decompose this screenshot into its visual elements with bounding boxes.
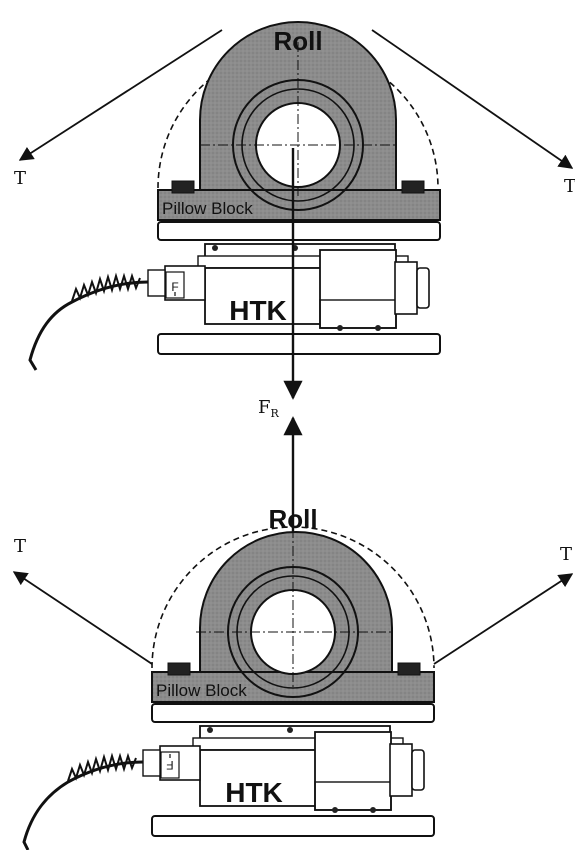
bottom-tension-right-label: T — [560, 544, 572, 565]
top-tension-left-arrow — [18, 29, 223, 161]
bottom-roll-label: Roll — [268, 504, 317, 534]
top-assembly: Roll Pillow Block HTK F T T — [14, 21, 575, 371]
resultant-force-label: FR — [258, 397, 280, 420]
bottom-force-indicator-label: F — [166, 758, 173, 772]
bottom-cable-spring — [67, 752, 137, 782]
bottom-bolt-left — [167, 662, 191, 676]
bottom-bolt-right — [397, 662, 421, 676]
top-pillow-block-base — [157, 189, 441, 221]
resultant-force-subscript: R — [271, 407, 280, 420]
top-cable-spring — [71, 272, 141, 302]
bottom-htk-load-cell — [142, 725, 425, 813]
bottom-tension-right-arrow — [433, 573, 574, 665]
top-bolt-right — [401, 180, 425, 194]
top-roll-outline — [157, 47, 439, 189]
top-sensor-label: HTK — [229, 295, 287, 326]
top-cable — [28, 280, 149, 371]
bottom-roll-outline — [151, 526, 435, 669]
top-tension-right-label: T — [564, 176, 575, 197]
top-force-indicator-label: F — [171, 280, 178, 294]
top-htk-load-cell — [147, 243, 430, 331]
bottom-tension-left-label: T — [14, 536, 26, 557]
bottom-sensor-base-plate — [151, 815, 435, 837]
bottom-sensor-label: HTK — [225, 777, 283, 808]
top-bolt-left — [171, 180, 195, 194]
top-tension-right-arrow — [371, 29, 574, 169]
bottom-assembly: Roll Pillow Block HTK F T T — [12, 504, 574, 850]
bottom-tension-left-arrow — [12, 571, 153, 665]
top-pillow-block-label: Pillow Block — [162, 199, 253, 218]
top-mounting-plate — [157, 221, 441, 241]
bottom-pillow-block-label: Pillow Block — [156, 681, 247, 700]
resultant-force-main: F — [258, 397, 271, 418]
top-sensor-base-plate — [157, 333, 441, 355]
top-roll-label: Roll — [273, 26, 322, 56]
bottom-mounting-plate — [151, 703, 435, 723]
top-tension-left-label: T — [14, 168, 26, 189]
